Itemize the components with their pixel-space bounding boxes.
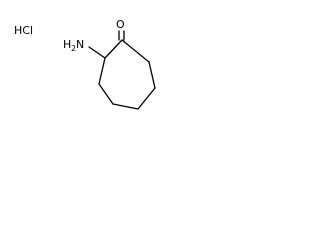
bond-c3-c4 [98,83,114,105]
structure-canvas: HCl H 2 N O [14,18,156,110]
bond-c5-c6 [137,87,156,110]
bond-c1-c2 [104,39,123,59]
amine-subscript: 2 [71,44,76,53]
hcl-label: HCl [14,24,33,37]
bond-c7-c1 [121,39,150,63]
oxygen-label: O [116,18,125,31]
amine-h: H [63,38,71,51]
amine-n: N [76,38,84,51]
bond-c6-c7 [148,61,156,89]
bond-c4-c5 [112,103,139,110]
bond-c2-n [88,46,106,59]
amine-label: H 2 N [63,38,84,53]
bond-c2-c3 [98,57,106,85]
